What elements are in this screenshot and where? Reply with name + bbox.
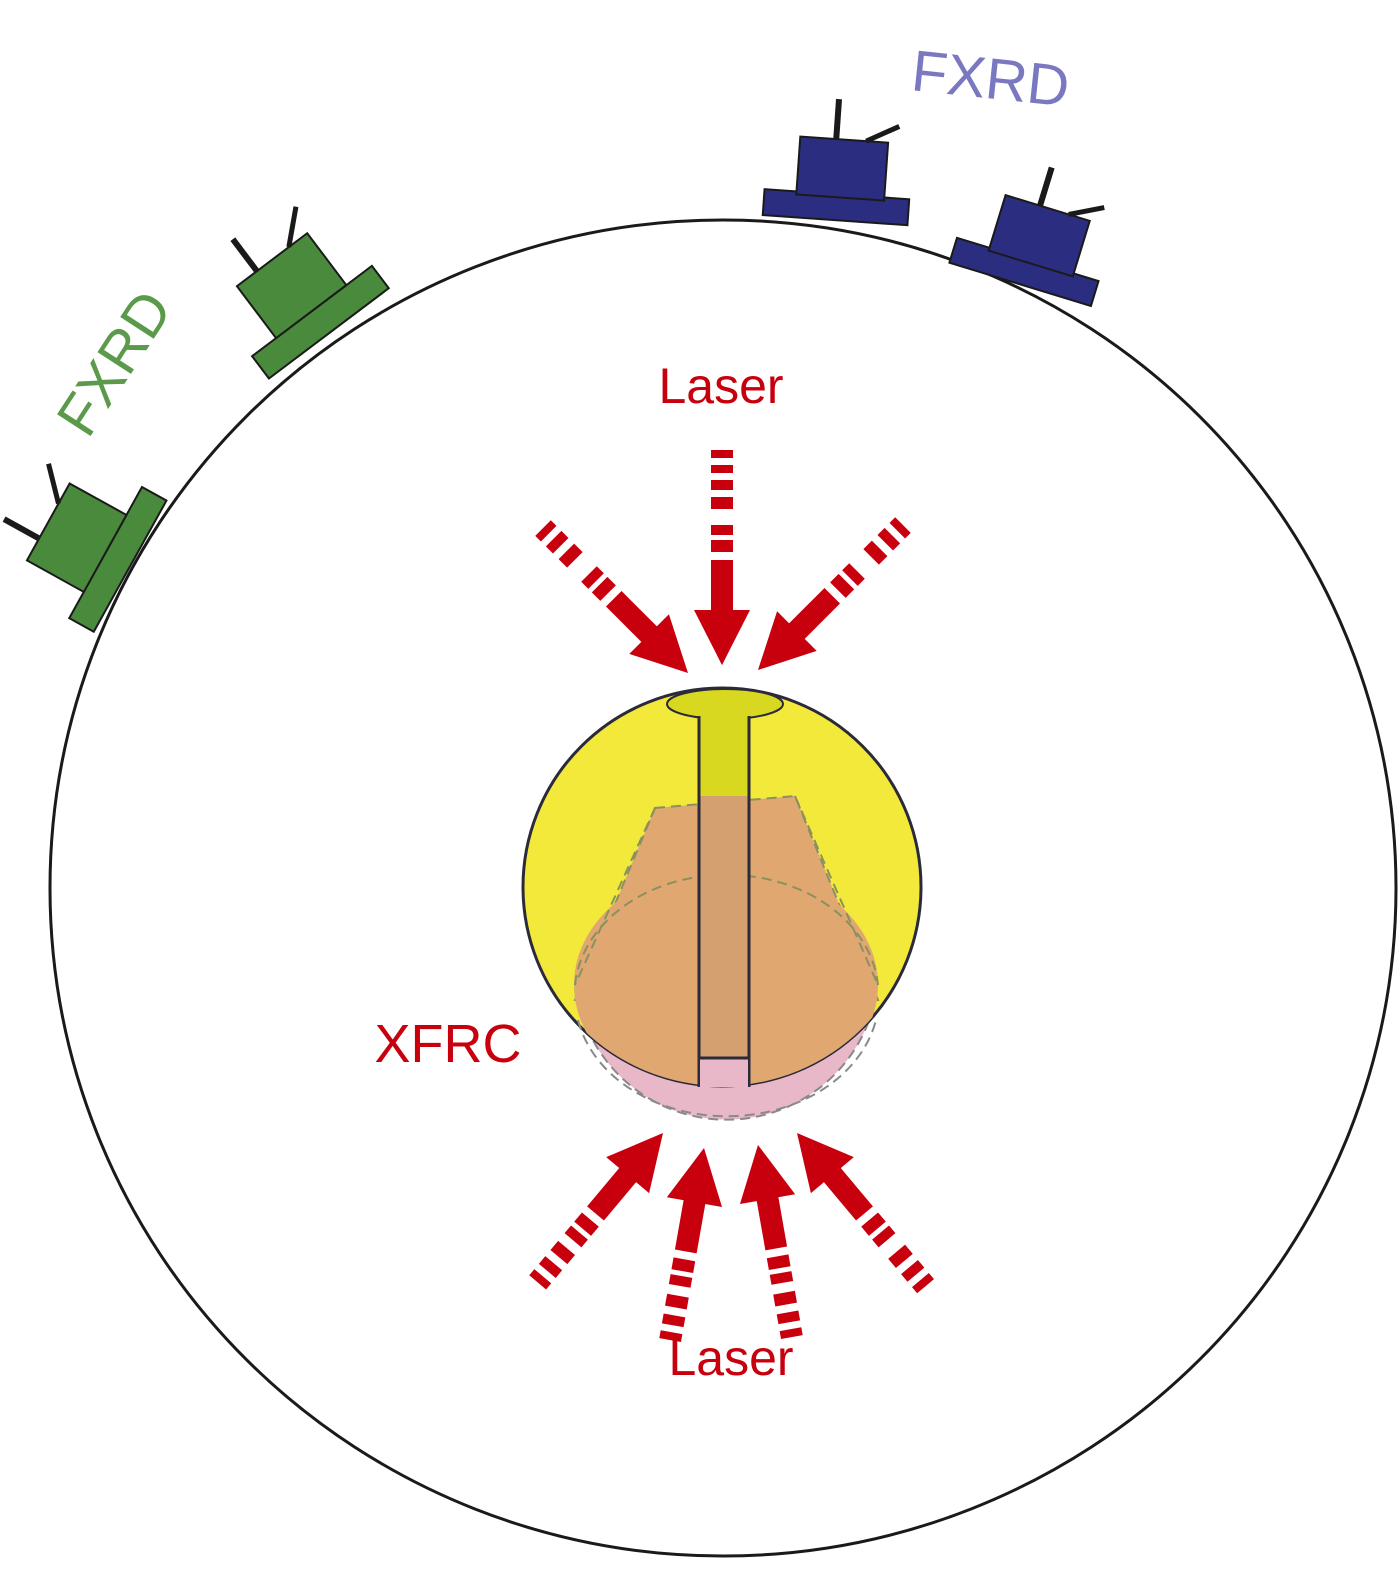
- fxrd-detector-green-1: [230, 206, 391, 380]
- laser-arrows-top: [535, 450, 911, 673]
- tube-upper: [699, 716, 749, 796]
- laser-label-bottom: Laser: [668, 1330, 793, 1386]
- laser-arrow-top-left: [535, 520, 688, 673]
- fxrd-detector-green-2: [2, 463, 168, 634]
- fxrd-detector-blue-2: [948, 166, 1105, 308]
- laser-arrow-bottom-2: [659, 1148, 723, 1342]
- laser-arrow-bottom-4: [797, 1133, 934, 1294]
- laser-label-top: Laser: [658, 358, 783, 414]
- fxrd-label-green: FXRD: [44, 279, 185, 447]
- laser-arrows-bottom: [529, 1133, 934, 1342]
- tube-gap: [700, 1058, 748, 1087]
- fxrd-label-blue: FXRD: [909, 38, 1073, 119]
- tube-cap: [666, 688, 784, 720]
- xfrc-label: XFRC: [375, 1014, 522, 1074]
- laser-arrow-top-center: [694, 450, 750, 665]
- laser-arrow-bottom-3: [739, 1145, 803, 1339]
- capsule: [521, 686, 923, 1121]
- fxrd-detector-blue-1: [761, 98, 911, 227]
- tube-lower: [699, 796, 749, 1058]
- target-chamber: [48, 218, 1398, 1558]
- laser-arrow-top-right: [758, 517, 911, 670]
- laser-arrow-bottom-1: [529, 1133, 663, 1290]
